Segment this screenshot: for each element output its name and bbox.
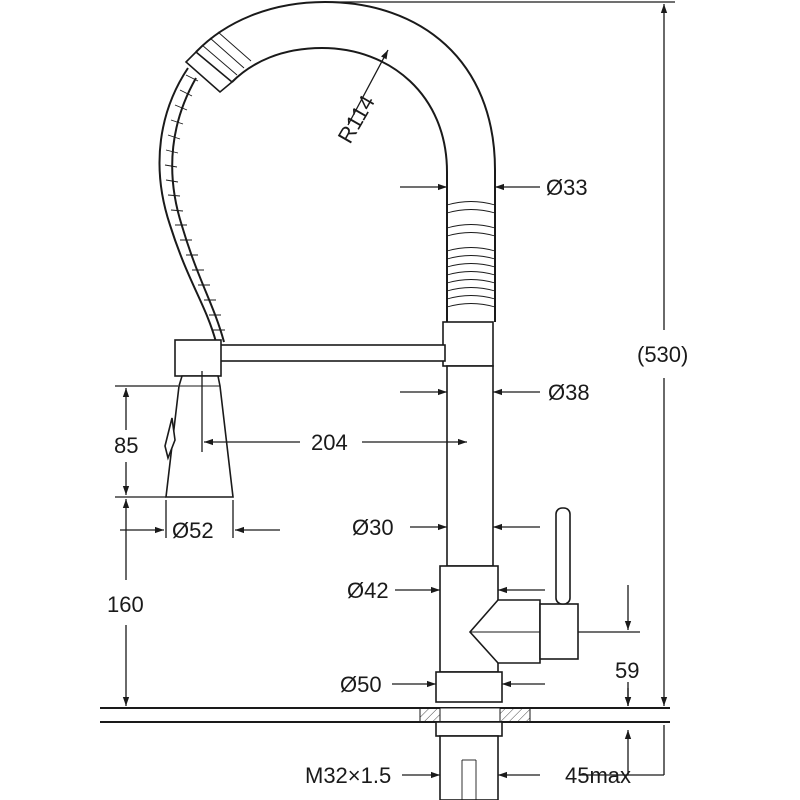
- cap-ring-1: [201, 44, 238, 76]
- hose-inner: [171, 77, 225, 343]
- dim-clearance-label: 160: [107, 592, 144, 617]
- dim-lower-dia-label: Ø30: [352, 515, 394, 540]
- spout-arc-inner: [231, 46, 448, 322]
- spray-trigger: [164, 417, 176, 461]
- holder-clip: [174, 339, 222, 377]
- dim-spout-label: Ø33: [546, 175, 588, 200]
- dim-collar-label: Ø38: [548, 380, 590, 405]
- threaded-shank: [439, 735, 499, 800]
- dim-spray-dia-label: Ø52: [172, 518, 214, 543]
- cap-ring-2: [209, 37, 245, 69]
- handle-lever: [555, 507, 571, 605]
- spout-spring: [446, 201, 496, 308]
- handle-lever-base: [468, 599, 541, 664]
- dim-reach-label: 204: [311, 430, 348, 455]
- mounting-hole: [439, 707, 501, 723]
- dim-thread-label: M32×1.5: [305, 763, 391, 788]
- hose-ribbing: [164, 74, 225, 331]
- mounting-nut: [435, 721, 503, 737]
- holder-arm: [219, 344, 446, 362]
- dim-valve-dia-label: Ø42: [347, 578, 389, 603]
- dim-radius-label: R114: [333, 91, 380, 148]
- dim-spray-height-label: 85: [114, 433, 138, 458]
- base-ring: [435, 671, 503, 703]
- dim-radius-leader: [347, 49, 389, 126]
- hose-outer: [158, 67, 217, 343]
- spout-arc-outer: [195, 0, 496, 322]
- spout-collar: [442, 321, 494, 367]
- cap-ring-3: [217, 31, 252, 62]
- handle-cap: [539, 603, 579, 660]
- dim-maxthick-label: 45max: [565, 763, 631, 788]
- dim-handle-height-label: 59: [615, 658, 639, 683]
- upright-body: [446, 365, 494, 567]
- dimensions: R114 Ø33 Ø38 85 204 Ø52 Ø30 160: [107, 1, 688, 788]
- spray-head: [165, 375, 234, 498]
- dim-overall-label: (530): [637, 342, 688, 367]
- spout-end-cap: [184, 50, 234, 94]
- dim-base-dia-label: Ø50: [340, 672, 382, 697]
- faucet-body: [100, 0, 670, 800]
